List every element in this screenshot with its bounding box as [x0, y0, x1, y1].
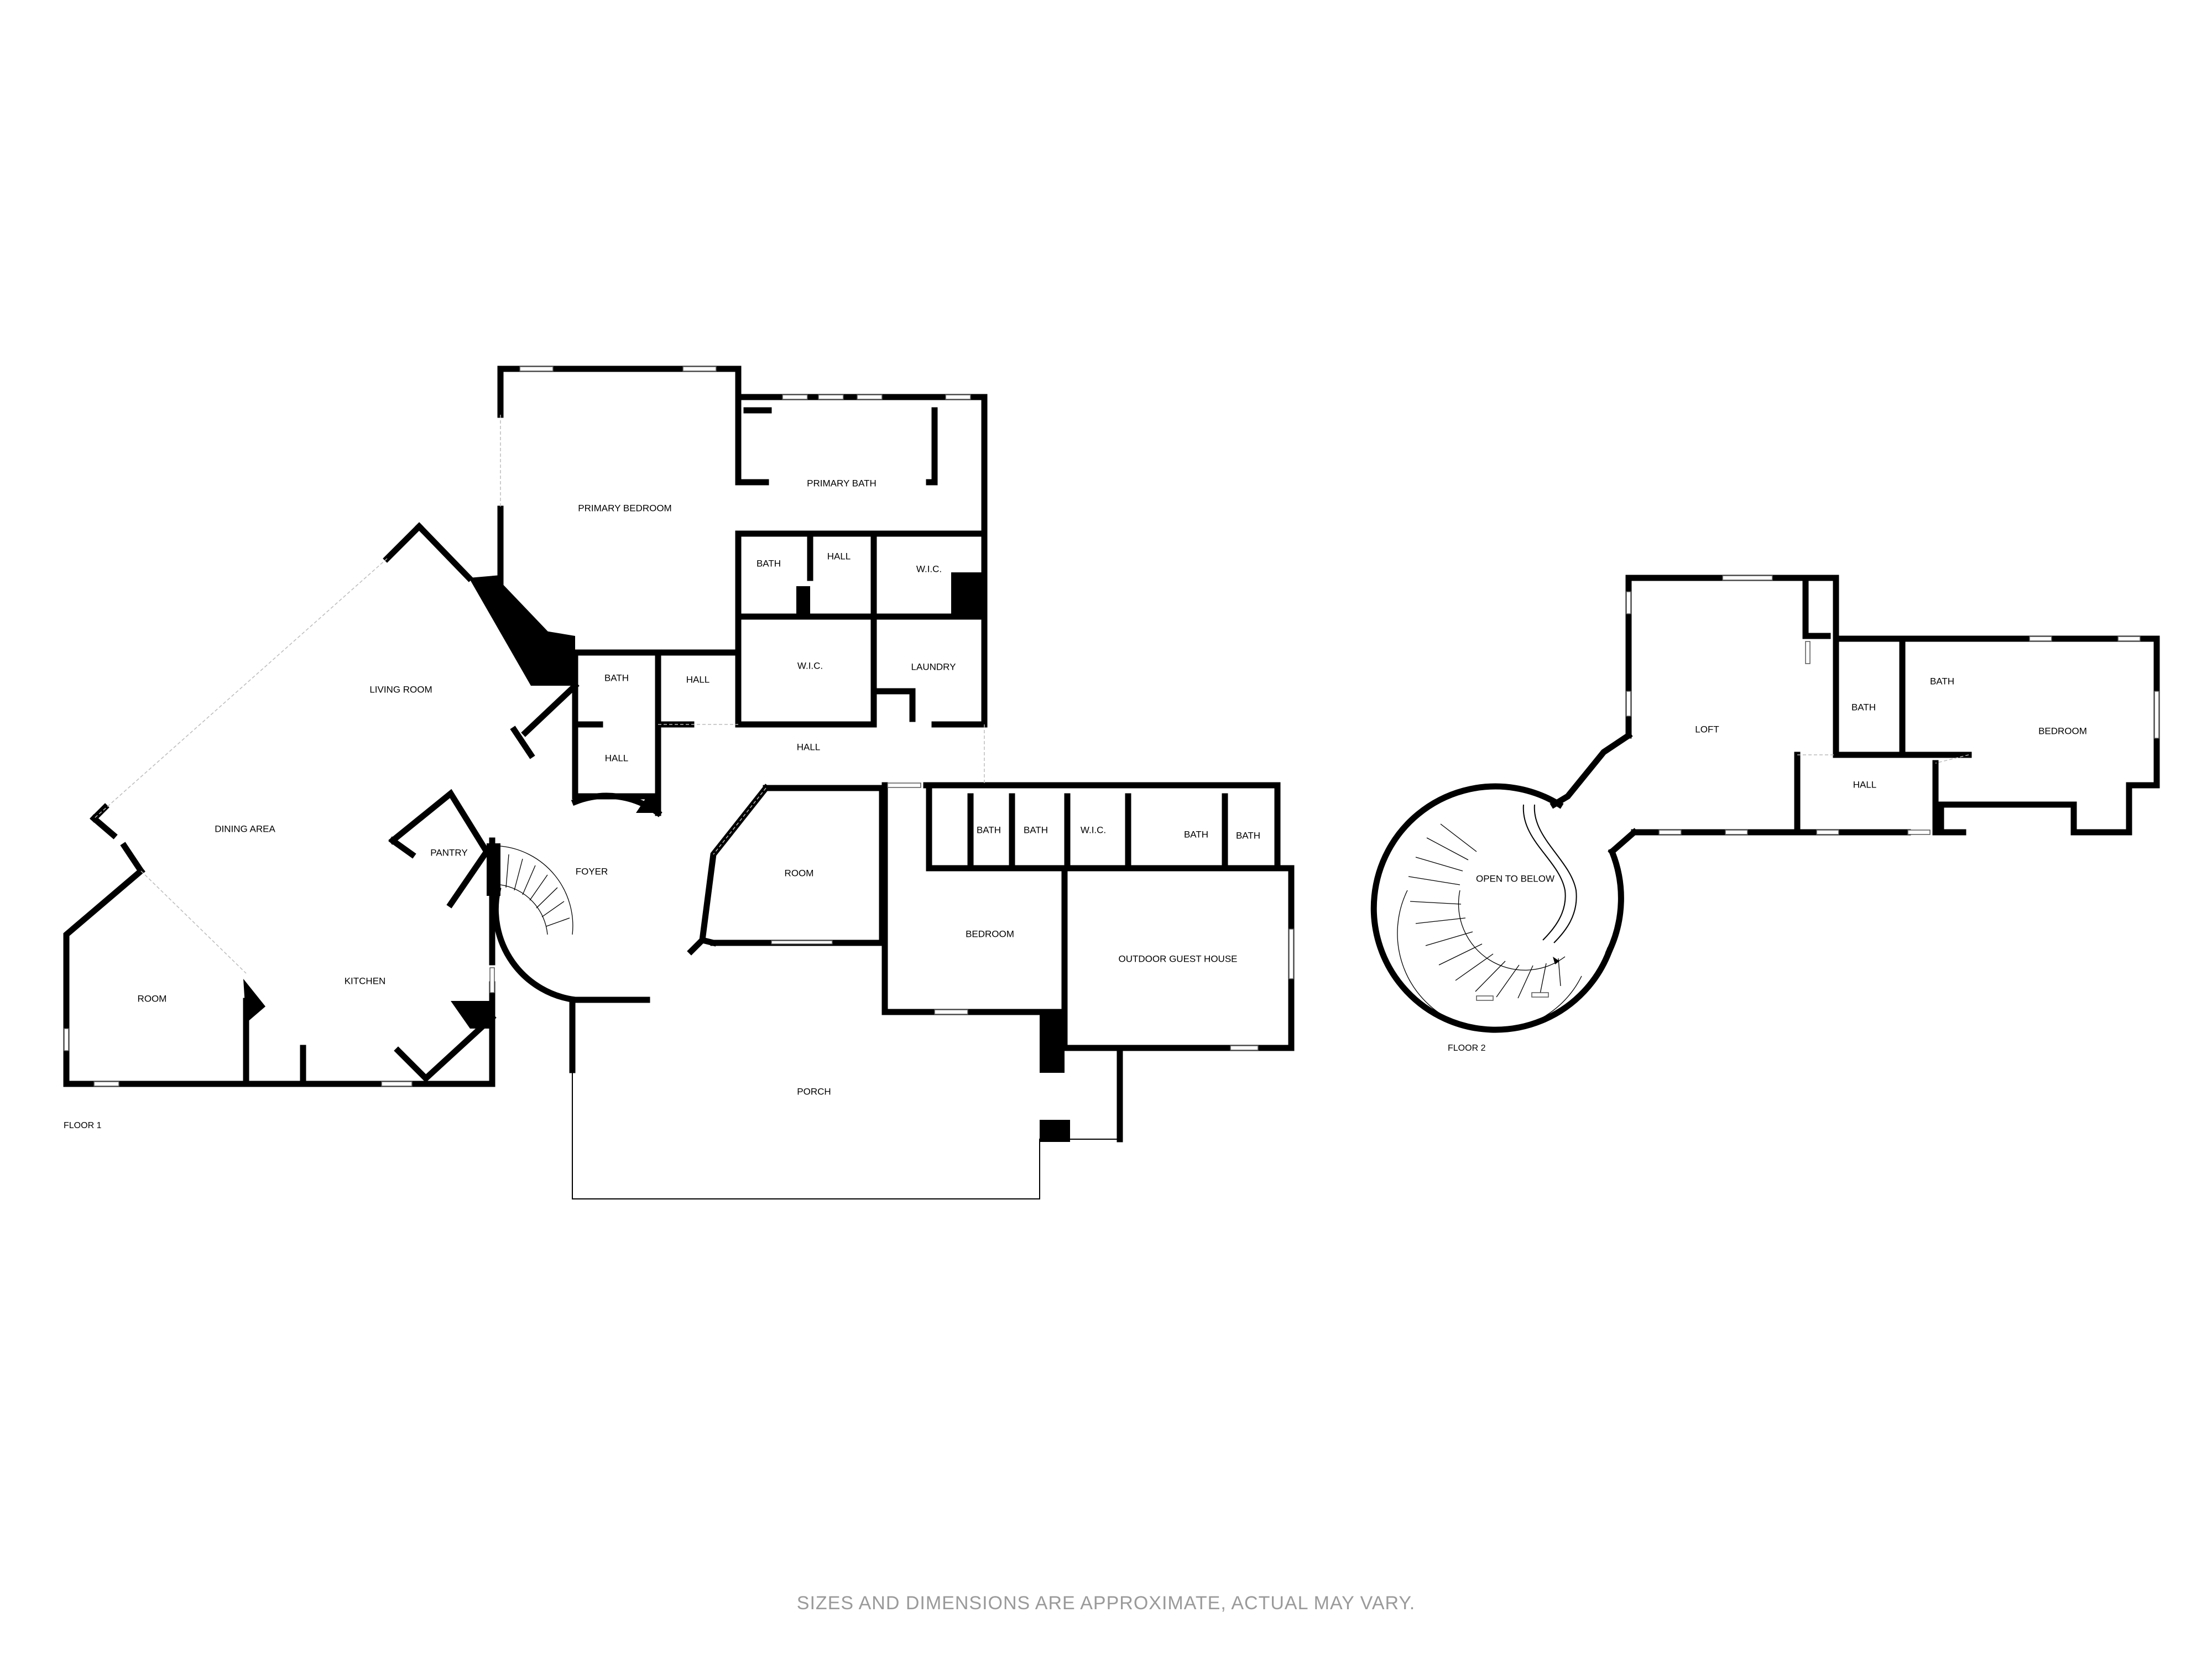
floor-1-label: FLOOR 1: [64, 1121, 102, 1130]
room-label-kitchen: KITCHEN: [345, 975, 386, 986]
floor-2-labels: LOFT BATH BATH BEDROOM HALL OPEN TO BELO…: [1448, 676, 2087, 1053]
floor-2-windows: [1476, 575, 2159, 1001]
floor-1-labels: PRIMARY BEDROOM PRIMARY BATH BATH HALL W…: [64, 478, 1260, 1130]
floor-1-open-edges: [93, 415, 1120, 1150]
room-label-living-room: LIVING ROOM: [369, 684, 432, 695]
room-label-bath: BATH: [1184, 829, 1208, 839]
floor-1-solids: [243, 572, 1070, 1142]
room-label-bedroom: BEDROOM: [2038, 726, 2087, 736]
room-label-bath: BATH: [977, 825, 1001, 835]
room-label-room: ROOM: [785, 868, 814, 878]
room-label-hall: HALL: [605, 753, 629, 763]
room-label-dining-area: DINING AREA: [215, 823, 275, 834]
floor-1-staircase: [500, 846, 573, 935]
room-label-bedroom: BEDROOM: [966, 928, 1014, 939]
room-label-outdoor-guest-house: OUTDOOR GUEST HOUSE: [1118, 953, 1237, 964]
room-label-bath: BATH: [1236, 830, 1260, 841]
room-label-bath: BATH: [604, 672, 629, 683]
room-label-hall: HALL: [827, 551, 851, 561]
room-label-bath: BATH: [1851, 702, 1876, 712]
floor-1-walls: [63, 366, 1295, 1199]
floor-2-label: FLOOR 2: [1448, 1044, 1486, 1053]
room-label-bath: BATH: [757, 558, 781, 568]
room-label-bath: BATH: [1930, 676, 1954, 686]
room-label-foyer: FOYER: [576, 866, 608, 877]
room-label-wic: W.I.C.: [916, 564, 942, 574]
floor-2-walls: [1370, 575, 2160, 1033]
disclaimer-text: SIZES AND DIMENSIONS ARE APPROXIMATE, AC…: [797, 1593, 1415, 1614]
room-label-room: ROOM: [138, 993, 167, 1004]
room-label-porch: PORCH: [797, 1086, 831, 1097]
room-label-hall: HALL: [686, 674, 710, 685]
room-label-primary-bedroom: PRIMARY BEDROOM: [578, 503, 671, 513]
room-label-bath: BATH: [1024, 825, 1048, 835]
room-label-open-to-below: OPEN TO BELOW: [1476, 873, 1554, 884]
room-label-hall: HALL: [797, 742, 821, 752]
room-label-hall: HALL: [1853, 779, 1877, 790]
floor-1-windows: [64, 366, 1294, 1087]
room-label-primary-bath: PRIMARY BATH: [807, 478, 877, 488]
room-label-pantry: PANTRY: [430, 847, 467, 858]
room-label-laundry: LAUNDRY: [911, 661, 956, 672]
floor-2-open-edges: [1797, 754, 1969, 764]
room-label-wic: W.I.C.: [1081, 825, 1106, 835]
floor-2-staircase: [1397, 804, 1582, 1031]
room-label-wic: W.I.C.: [797, 660, 823, 671]
room-label-loft: LOFT: [1695, 724, 1719, 734]
